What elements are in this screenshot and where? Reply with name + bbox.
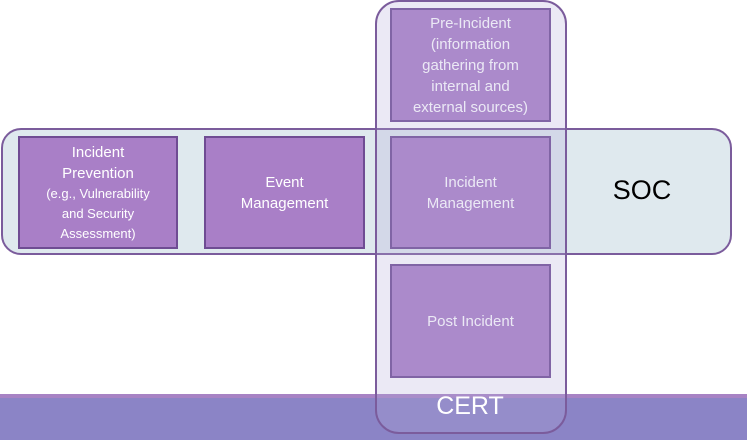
soc-label: SOC	[612, 175, 672, 205]
cert-label: CERT	[436, 392, 504, 420]
post-incident-box: Post Incident	[390, 264, 551, 378]
incident-prevention-detail: (e.g., Vulnerability and Security Assess…	[46, 185, 150, 241]
incident-management-title: Incident Management	[426, 173, 515, 212]
incident-management-box: Incident Management	[390, 136, 551, 249]
incident-prevention-box: Incident Prevention (e.g., Vulnerability…	[18, 136, 178, 249]
post-incident-title: Post Incident	[427, 312, 514, 330]
pre-incident-box: Pre-Incident (information gathering from…	[390, 8, 551, 122]
pre-incident-title: Pre-Incident (information gathering from…	[412, 14, 529, 116]
cert-bottom-band	[0, 394, 747, 440]
event-management-title: Event Management	[240, 173, 329, 212]
incident-prevention-title: Incident Prevention	[62, 143, 134, 182]
cert-region	[375, 0, 567, 434]
event-management-box: Event Management	[204, 136, 365, 249]
